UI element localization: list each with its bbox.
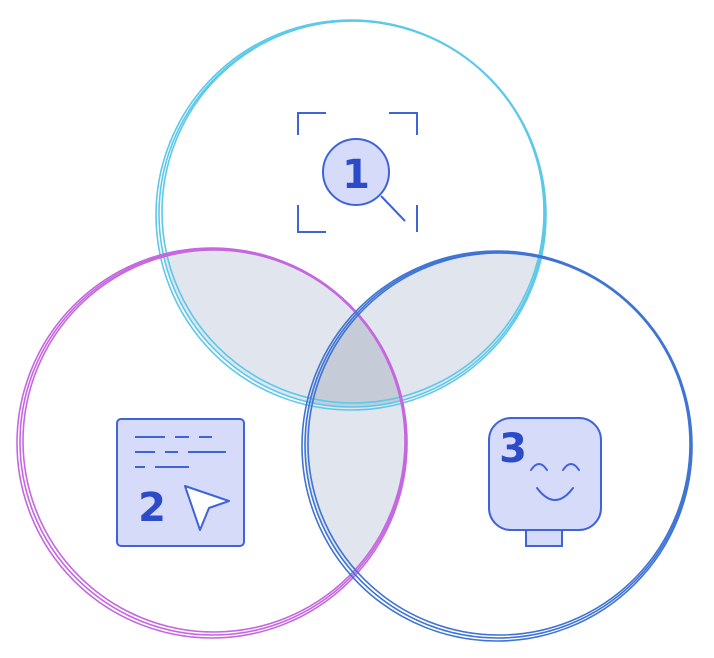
overlap-top-right (305, 252, 545, 407)
label-2: 2 (138, 485, 166, 531)
label-3: 3 (499, 426, 527, 472)
cursor-arrow-icon (184, 485, 230, 531)
smiling-robot-icon (488, 417, 602, 547)
overlap-top-left (159, 249, 406, 407)
circle-top (155, 19, 547, 411)
document-cursor-icon (116, 418, 245, 547)
circle-left (16, 247, 408, 639)
circle-right (301, 250, 693, 642)
magnifier-icon (297, 112, 418, 233)
label-1: 1 (342, 152, 370, 198)
